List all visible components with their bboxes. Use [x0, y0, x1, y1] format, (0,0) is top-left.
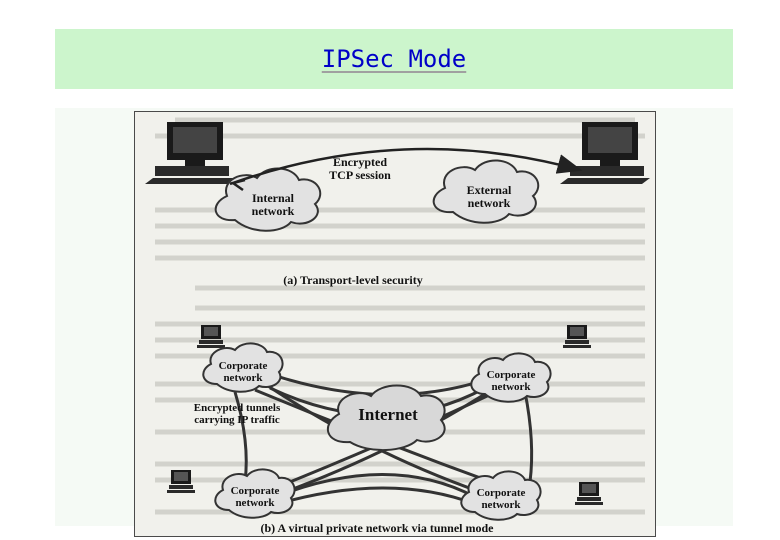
encrypted-session-arrow	[229, 147, 583, 186]
transport-level-diagram: Internal network External network Encryp…	[145, 122, 650, 287]
slide-title: IPSec Mode	[321, 45, 467, 73]
internet-label: Internet	[358, 405, 418, 424]
internal-network-cloud: Internal network	[214, 167, 322, 232]
session-arrow-tail	[230, 178, 246, 192]
tunnel-mode-diagram: Corporate network Corporate network Inte…	[167, 325, 603, 535]
internal-network-label-2: network	[252, 204, 295, 218]
caption-b: (b) A virtual private network via tunnel…	[261, 521, 495, 535]
session-label-2: TCP session	[329, 168, 391, 182]
computer-icon	[167, 470, 195, 493]
tunnel-label-2: carrying IP traffic	[194, 414, 280, 426]
internal-network-label-1: Internal	[252, 191, 295, 205]
session-label-1: Encrypted	[333, 155, 387, 169]
corporate-network-label: network	[481, 499, 521, 511]
corporate-network-cloud-top-left: Corporate network	[202, 342, 284, 393]
external-network-label-1: External	[467, 183, 512, 197]
corporate-network-label: Corporate	[231, 485, 280, 497]
computer-icon	[575, 482, 603, 505]
corporate-network-label: Corporate	[487, 369, 536, 381]
ipsec-figure: Internal network External network Encryp…	[134, 111, 656, 537]
computer-icon	[560, 122, 650, 184]
ipsec-diagram: Internal network External network Encryp…	[145, 117, 650, 535]
corporate-network-label: network	[223, 372, 263, 384]
tunnel-label-1: Encrypted tunnels	[194, 402, 281, 414]
corporate-network-cloud-top-right: Corporate network	[470, 352, 552, 403]
corporate-network-label: network	[491, 381, 531, 393]
internet-cloud: Internet	[326, 384, 446, 452]
external-network-cloud: External network	[432, 159, 540, 224]
computer-icon	[197, 325, 225, 348]
corporate-network-label: Corporate	[219, 360, 268, 372]
corporate-network-cloud-bottom-right: Corporate network	[460, 470, 542, 521]
computer-icon	[145, 122, 235, 184]
corporate-network-label: Corporate	[477, 487, 526, 499]
external-network-label-2: network	[468, 196, 511, 210]
corporate-network-label: network	[235, 497, 275, 509]
caption-a: (a) Transport-level security	[283, 273, 423, 287]
title-bar: IPSec Mode	[55, 29, 733, 89]
computer-icon	[563, 325, 591, 348]
corporate-network-cloud-bottom-left: Corporate network	[214, 468, 296, 519]
